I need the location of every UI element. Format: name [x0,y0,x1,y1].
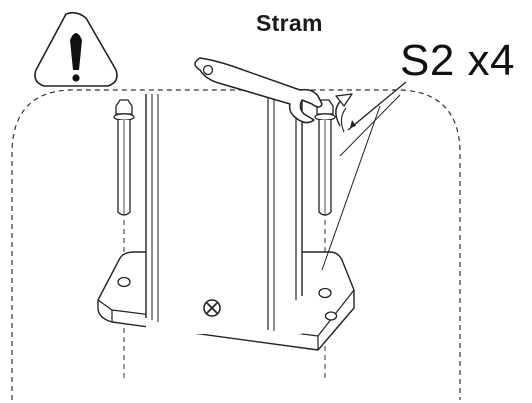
warning-triangle-icon [34,11,118,87]
leader-arrow [321,81,407,271]
screw-head [203,299,221,317]
rotation-arrow-icon [335,93,353,133]
vertical-post [145,94,303,334]
fastener-quantity-label: S2 x4 [400,36,516,85]
tool-label: Stram [256,10,323,36]
wrench-icon [194,57,323,124]
bolt-right [314,99,336,216]
bolt-left [113,99,135,216]
